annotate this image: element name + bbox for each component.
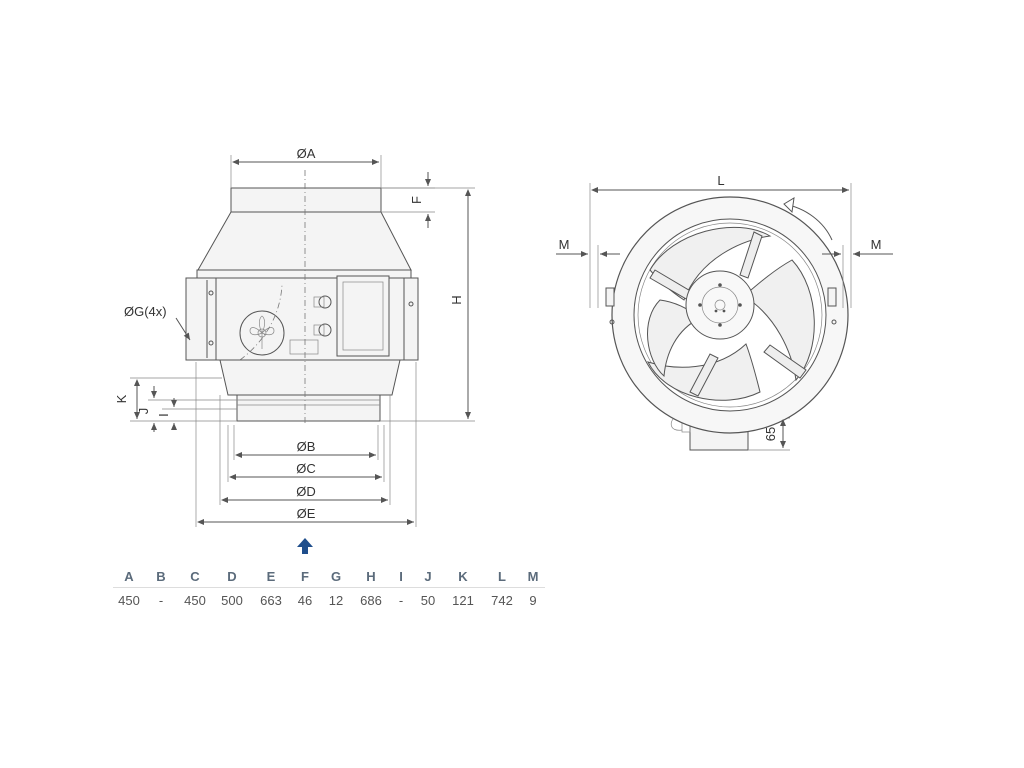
label-f: F — [409, 196, 424, 204]
table-cell-j: 50 — [420, 593, 436, 608]
label-dia-d: ØD — [296, 484, 316, 499]
table-cell-g: 12 — [328, 593, 344, 608]
table-cell-b: - — [158, 593, 164, 608]
table-cell-m: 9 — [529, 593, 537, 608]
table-cell-d: 500 — [221, 593, 243, 608]
table-header-g: G — [319, 566, 353, 588]
table-cell-f: 46 — [297, 593, 313, 608]
table-cell-c: 450 — [184, 593, 206, 608]
label-dia-g: ØG(4x) — [124, 304, 167, 319]
table-cell-i: - — [398, 593, 404, 608]
table-header-h: H — [353, 566, 389, 588]
table-row: 450 - 450 500 663 46 12 686 - 50 121 742 9 — [113, 588, 545, 612]
table-cell-e: 663 — [260, 593, 282, 608]
airflow-arrow-icon — [297, 538, 313, 554]
label-box-height: 65 — [763, 427, 778, 441]
table-header-e: E — [251, 566, 291, 588]
label-dia-e: ØE — [297, 506, 316, 521]
table-header-f: F — [291, 566, 319, 588]
table-header-l: L — [483, 566, 521, 588]
table-cell-l: 742 — [491, 593, 513, 608]
label-dia-c: ØC — [296, 461, 316, 476]
table-header-j: J — [413, 566, 443, 588]
table-header-i: I — [389, 566, 413, 588]
table-header-a: A — [113, 566, 145, 588]
table-header-b: B — [145, 566, 177, 588]
label-dia-b: ØB — [297, 439, 316, 454]
table-header-k: K — [443, 566, 483, 588]
label-i: I — [156, 413, 171, 417]
table-cell-a: 450 — [118, 593, 140, 608]
label-l: L — [717, 173, 724, 188]
label-h: H — [449, 295, 464, 304]
top-view: L M M 65 — [556, 173, 893, 451]
table-header-c: C — [177, 566, 213, 588]
table-cell-k: 121 — [452, 593, 474, 608]
table-header-d: D — [213, 566, 251, 588]
table-cell-h: 686 — [360, 593, 382, 608]
table-header-m: M — [521, 566, 545, 588]
label-k: K — [114, 394, 129, 403]
label-dia-a: ØA — [297, 146, 316, 161]
label-j: J — [136, 408, 151, 415]
front-view: ØA ØB ØC ØD ØE F H K J I ØG(4x) — [114, 146, 475, 527]
label-m-left: M — [559, 237, 570, 252]
label-m-right: M — [871, 237, 882, 252]
